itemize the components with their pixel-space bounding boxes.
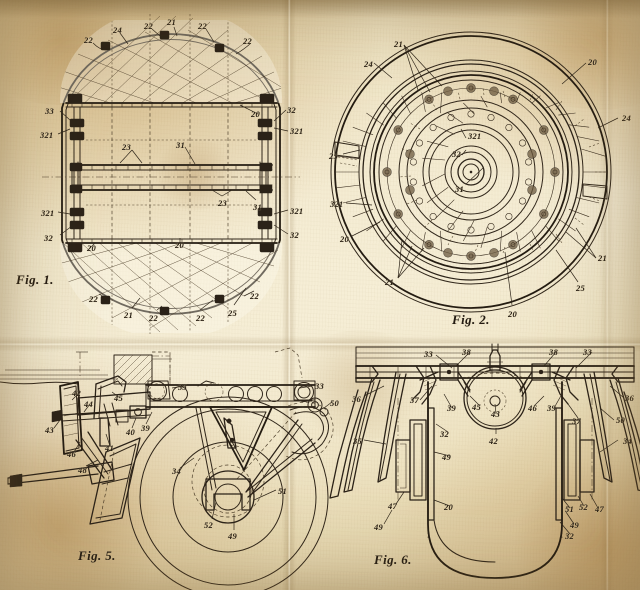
reference-numeral: 49 xyxy=(228,531,237,541)
reference-numeral: 32 xyxy=(290,230,299,240)
reference-numeral: 49 xyxy=(442,452,451,462)
reference-numeral: 41 xyxy=(105,443,114,453)
reference-numeral: 321 xyxy=(330,199,344,209)
reference-numeral: 24 xyxy=(622,113,631,123)
reference-numeral: 47 xyxy=(388,501,397,511)
reference-numeral: 42 xyxy=(72,388,81,398)
reference-numeral: 37 xyxy=(410,395,419,405)
reference-numeral: 21 xyxy=(385,277,394,287)
fig1-drawing xyxy=(42,14,300,334)
reference-numeral: 321 xyxy=(290,126,304,136)
fig2-blade-spokes xyxy=(335,92,607,251)
reference-numeral: 51 xyxy=(565,504,574,514)
reference-numeral: 25 xyxy=(228,308,237,318)
reference-numeral: 31 xyxy=(176,140,185,150)
reference-numeral: 42 xyxy=(489,436,498,446)
figure-caption-fig1: Fig. 1. xyxy=(16,272,54,287)
reference-numeral: 38 xyxy=(462,347,471,357)
reference-numeral: 45 xyxy=(472,402,481,412)
reference-numeral: 34 xyxy=(623,436,632,446)
reference-numeral: 32 xyxy=(44,233,53,243)
figure-caption-fig6: Fig. 6. xyxy=(374,552,412,567)
reference-numeral: 39 xyxy=(547,403,556,413)
reference-numeral: 43 xyxy=(491,409,500,419)
reference-numeral: 39 xyxy=(447,403,456,413)
reference-numeral: 21 xyxy=(167,17,176,27)
reference-numeral: 33 xyxy=(583,347,592,357)
reference-numeral: 47 xyxy=(595,504,604,514)
reference-numeral: 33 xyxy=(424,349,433,359)
reference-numeral: 43 xyxy=(45,425,54,435)
reference-numeral: 33 xyxy=(315,381,324,391)
reference-numeral: 20 xyxy=(444,502,453,512)
reference-numeral: 38 xyxy=(549,347,558,357)
reference-numeral: 25 xyxy=(329,151,338,161)
reference-numeral: 321 xyxy=(290,206,304,216)
fig6-drawing xyxy=(330,344,640,578)
reference-numeral: 23 xyxy=(218,198,227,208)
reference-numeral: 45 xyxy=(114,393,123,403)
reference-numeral: 20 xyxy=(340,234,349,244)
reference-numeral: 51 xyxy=(278,486,287,496)
reference-numeral: 33 xyxy=(45,106,54,116)
reference-numeral: 20 xyxy=(508,309,517,319)
reference-numeral: 20 xyxy=(588,57,597,67)
reference-numeral: 321 xyxy=(468,131,482,141)
reference-numeral: 48 xyxy=(78,465,87,475)
reference-numeral: 36 xyxy=(625,393,634,403)
reference-numeral: 22 xyxy=(144,21,153,31)
reference-numeral: 25 xyxy=(576,283,585,293)
reference-numeral: 23 xyxy=(122,142,131,152)
reference-numeral: 36 xyxy=(352,394,361,404)
reference-numeral: 39 xyxy=(141,423,150,433)
reference-numeral: 22 xyxy=(89,294,98,304)
reference-numeral: 24 xyxy=(113,25,122,35)
reference-numeral: 22 xyxy=(250,291,259,301)
reference-numeral: 22 xyxy=(198,21,207,31)
reference-numeral: 32 xyxy=(565,531,574,541)
reference-numeral: 22 xyxy=(243,36,252,46)
reference-numeral: 46 xyxy=(528,403,537,413)
reference-numeral: 50 xyxy=(330,398,339,408)
reference-numeral: 40 xyxy=(126,427,135,437)
reference-numeral: 21 xyxy=(394,39,403,49)
reference-numeral: 35 xyxy=(353,436,362,446)
reference-numeral: 32 xyxy=(287,105,296,115)
reference-numeral: 33 xyxy=(178,382,187,392)
reference-numeral: 46 xyxy=(67,449,76,459)
reference-numeral: 21 xyxy=(598,253,607,263)
reference-numeral: 21 xyxy=(124,310,133,320)
reference-numeral: 44 xyxy=(84,399,93,409)
reference-numeral: 32 xyxy=(452,149,461,159)
fig2-drawing xyxy=(331,32,618,312)
reference-numeral: 31 xyxy=(455,184,464,194)
reference-numeral: 49 xyxy=(570,520,579,530)
fig2-inner-rivet-circle xyxy=(410,111,532,233)
reference-numeral: 34 xyxy=(172,466,181,476)
reference-numeral: 49 xyxy=(374,522,383,532)
reference-numeral: 52 xyxy=(579,502,588,512)
figure-caption-fig2: Fig. 2. xyxy=(452,312,490,327)
fig2-outer-bolt-circle xyxy=(383,84,560,261)
reference-numeral: 52 xyxy=(204,520,213,530)
fig5-drawing xyxy=(0,348,333,590)
reference-numeral: 22 xyxy=(149,313,158,323)
reference-numeral: 321 xyxy=(41,208,55,218)
reference-numeral: 20 xyxy=(251,109,260,119)
reference-numeral: 20 xyxy=(175,240,184,250)
reference-numeral: 37 xyxy=(572,416,581,426)
reference-numeral: 20 xyxy=(87,243,96,253)
reference-numeral: 22 xyxy=(196,313,205,323)
reference-numeral: 32 xyxy=(440,429,449,439)
reference-numeral: 31 xyxy=(253,202,262,212)
reference-numeral: 24 xyxy=(364,59,373,69)
reference-numeral: 50 xyxy=(616,415,625,425)
figure-caption-fig5: Fig. 5. xyxy=(78,548,116,563)
reference-numeral: 22 xyxy=(84,35,93,45)
reference-numeral: 321 xyxy=(40,130,54,140)
